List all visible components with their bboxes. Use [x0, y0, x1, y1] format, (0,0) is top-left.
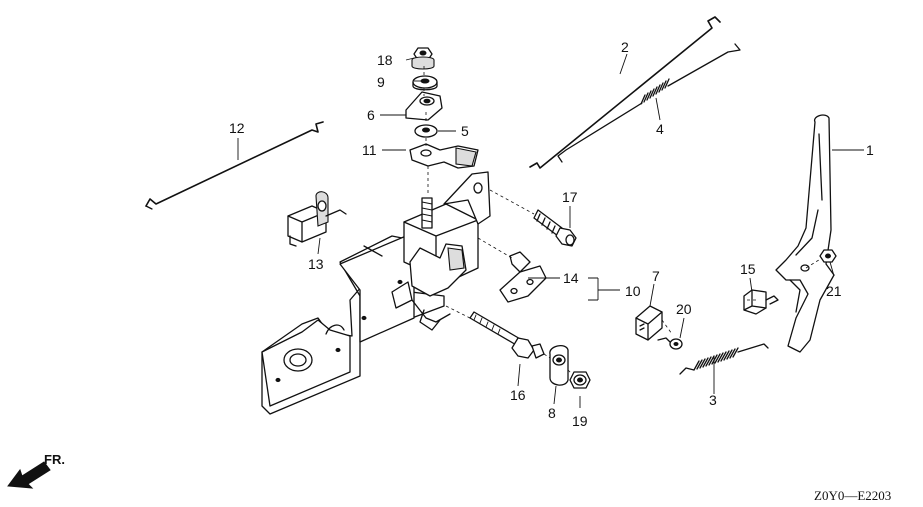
callout-15: 15	[740, 261, 756, 277]
callout-6: 6	[367, 107, 375, 123]
part-15-clip	[743, 289, 779, 315]
part-8-bushing	[549, 344, 569, 386]
leader-lines	[237, 53, 864, 408]
part-16-bolt	[469, 311, 545, 359]
assembly-lines	[423, 66, 823, 375]
callout-21: 21	[826, 283, 842, 299]
part-9-washer	[412, 75, 438, 91]
part-2-rod	[529, 16, 721, 169]
callout-7: 7	[652, 268, 660, 284]
callout-2: 2	[621, 39, 629, 55]
part-12-rod	[145, 121, 324, 210]
callout-11: 11	[362, 142, 377, 158]
callout-20: 20	[676, 301, 692, 317]
callout-9: 9	[377, 74, 385, 90]
callout-8: 8	[548, 405, 556, 421]
part-11-arm	[409, 143, 479, 169]
part-1-lever	[775, 114, 835, 353]
callout-14: 14	[563, 270, 579, 286]
callout-12: 12	[229, 120, 245, 136]
callout-3: 3	[709, 392, 717, 408]
callout-16: 16	[510, 387, 526, 403]
part-21-nut	[819, 249, 837, 263]
callouts: 1 2 3 4 5 6 7 8 9 10 11 12 13 14 15 16 1…	[229, 39, 874, 429]
callout-1: 1	[866, 142, 874, 158]
part-7-clamp	[635, 305, 663, 341]
part-18-nut	[411, 47, 435, 70]
callout-4: 4	[656, 121, 664, 137]
callout-13: 13	[308, 256, 324, 272]
front-arrow: FR.	[7, 452, 65, 489]
callout-18: 18	[377, 52, 393, 68]
part-20-screw	[657, 337, 683, 350]
callout-5: 5	[461, 123, 469, 139]
callout-17: 17	[562, 189, 578, 205]
part-14-bracket	[499, 251, 547, 303]
part-17-bolt	[533, 209, 577, 247]
front-label: FR.	[44, 452, 65, 467]
part-6-plate	[405, 91, 443, 121]
control-base-plate	[261, 171, 491, 415]
drawing-code: Z0Y0—E2203	[814, 488, 891, 503]
part-3-spring	[679, 343, 769, 375]
part-4-rod-spring	[557, 43, 741, 163]
part-13-switch	[287, 191, 347, 247]
callout-19: 19	[572, 413, 588, 429]
part-5-washer	[414, 124, 438, 138]
callout-10: 10	[625, 283, 641, 299]
part-19-nut	[569, 371, 591, 389]
